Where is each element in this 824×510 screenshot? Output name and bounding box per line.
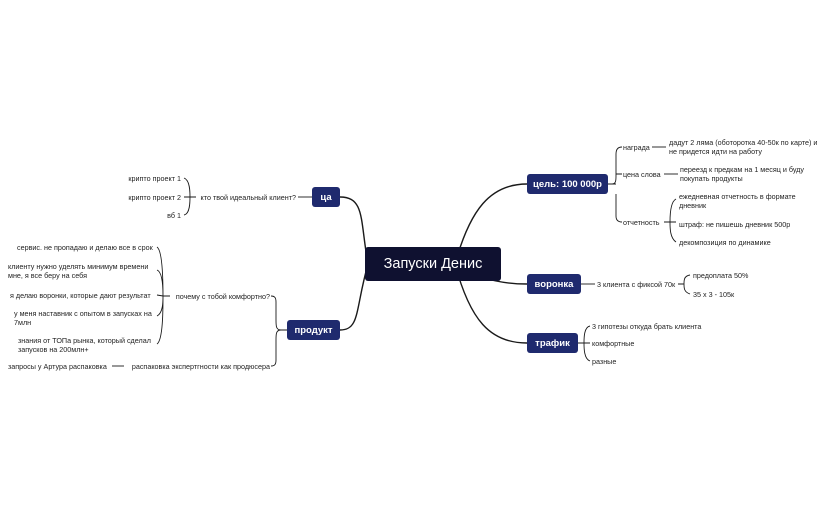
label-unpack[interactable]: распаковка экспертгности как продюсера <box>131 362 270 371</box>
connector-comfort-bracket <box>156 246 170 345</box>
label-report[interactable]: отчетность <box>623 218 660 227</box>
connector-root-ca <box>339 196 369 265</box>
detail-word-price[interactable]: переезд к предкам на 1 месяц и буду поку… <box>680 165 804 183</box>
connector-product-unpack <box>270 329 282 367</box>
traffic-item-2[interactable]: комфортные <box>592 339 635 348</box>
label-word-price[interactable]: цена слова <box>623 170 661 179</box>
comfort-item-2[interactable]: клиенту нужно уделять минимум времени мн… <box>8 262 149 280</box>
connector-ca-bracket <box>183 177 196 216</box>
node-funnel[interactable]: воронка <box>527 274 581 294</box>
connector-product-comfort <box>270 295 287 331</box>
connector-root-traffic <box>454 263 528 344</box>
label-comfort[interactable]: почему с тобой комфортно? <box>175 292 270 301</box>
node-traffic[interactable]: трафик <box>527 333 578 353</box>
ca-item-3[interactable]: вб 1 <box>167 211 181 220</box>
detail-reward[interactable]: дадут 2 ляма (оботоротка 40-50к по карте… <box>669 138 818 156</box>
label-reward[interactable]: награда <box>623 143 650 152</box>
ca-item-1[interactable]: крипто проект 1 <box>128 174 181 183</box>
connector-root-product <box>339 263 369 331</box>
traffic-item-1[interactable]: 3 гипотезы откуда брать клиента <box>592 322 702 331</box>
report-item-1[interactable]: ежедневная отчетность в формате дневник <box>679 192 796 210</box>
ca-item-2[interactable]: крипто проект 2 <box>128 193 181 202</box>
comfort-item-5[interactable]: знания от ТОПа рынка, который сделал зап… <box>18 336 151 354</box>
label-ca-sub[interactable]: кто твой идеальный клиент? <box>200 193 296 202</box>
comfort-item-1[interactable]: сервис. не пропадаю и делаю все в срок <box>17 243 153 252</box>
report-item-2[interactable]: штраф: не пишешь дневник 500р <box>679 220 791 229</box>
report-item-3[interactable]: декомпозиция по динамике <box>679 238 771 247</box>
node-ca[interactable]: ца <box>312 187 340 207</box>
comfort-item-4[interactable]: у меня наставник с опытом в запусках на … <box>14 309 152 327</box>
traffic-item-3[interactable]: разные <box>592 357 617 366</box>
node-goal[interactable]: цель: 100 000р <box>527 174 608 194</box>
connector-funnel-bracket <box>678 274 691 295</box>
connector-report <box>664 198 677 243</box>
label-funnel-sub[interactable]: 3 клиента с фиксой 70к <box>597 280 676 289</box>
connector-goal-bracket <box>608 146 623 223</box>
root-node[interactable]: Запуски Денис <box>365 247 501 281</box>
funnel-item-2[interactable]: 35 х 3 - 105к <box>693 290 735 299</box>
connector-traffic-bracket <box>578 325 591 362</box>
comfort-item-3[interactable]: я делаю воронки, которые дают результат <box>10 291 151 300</box>
node-product[interactable]: продукт <box>287 320 340 340</box>
funnel-item-1[interactable]: предоплата 50% <box>693 271 749 280</box>
unpack-detail[interactable]: запросы у Артура распаковка <box>8 362 107 371</box>
